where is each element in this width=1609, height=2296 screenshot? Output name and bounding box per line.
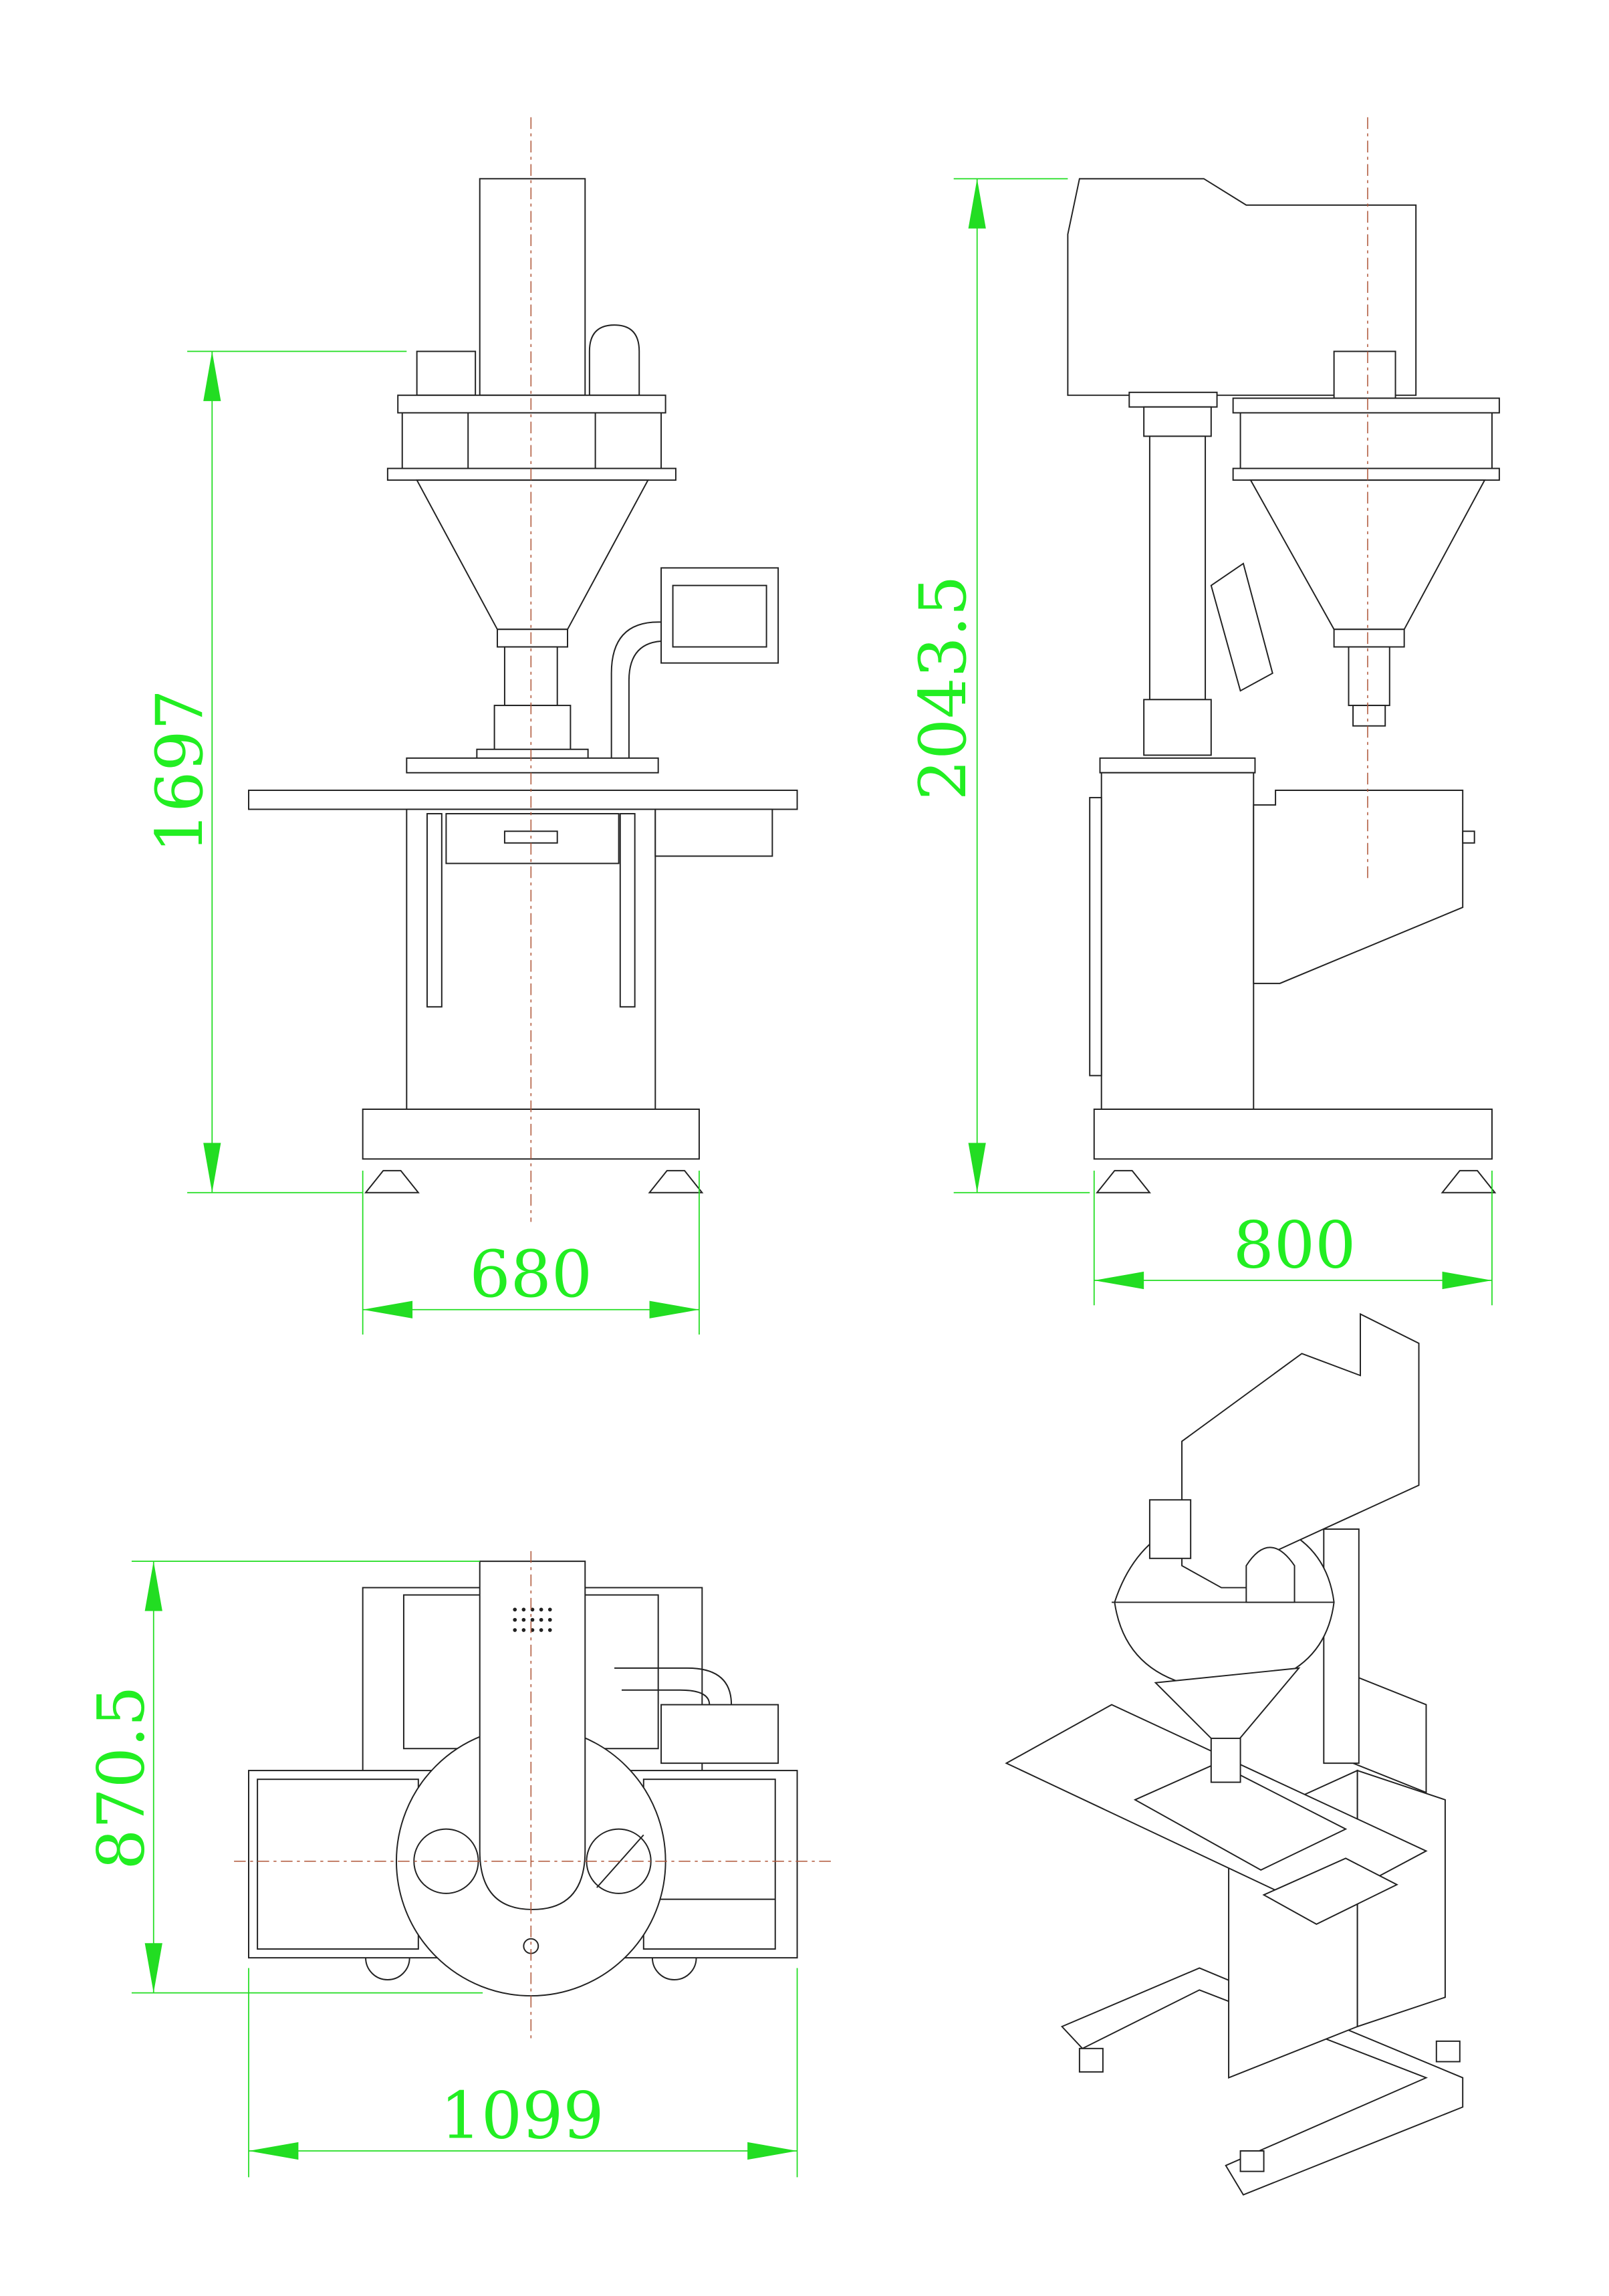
dimension-side-width: 800: [1093, 1170, 1493, 1306]
dimension-label-870-5: 870.5: [84, 1686, 158, 1870]
front-view: [248, 117, 798, 1222]
dimension-side-height: 2043.5: [906, 178, 1090, 1193]
dimension-label-680: 680: [469, 1237, 592, 1312]
dimension-label-1099: 1099: [441, 2078, 604, 2153]
dimension-label-2043-5: 2043.5: [906, 575, 981, 800]
dimension-top-depth: 870.5: [84, 1561, 483, 1994]
top-view: [234, 1551, 834, 2041]
side-view: [1067, 117, 1500, 1193]
dimension-top-width: 1099: [248, 1968, 798, 2178]
dimension-label-800: 800: [1233, 1208, 1356, 1282]
dimension-front-width: 680: [362, 1170, 700, 1335]
dimension-label-1697: 1697: [142, 689, 217, 853]
isometric-view: [1005, 1312, 1464, 2196]
dimension-front-height: 1697: [142, 350, 407, 1193]
